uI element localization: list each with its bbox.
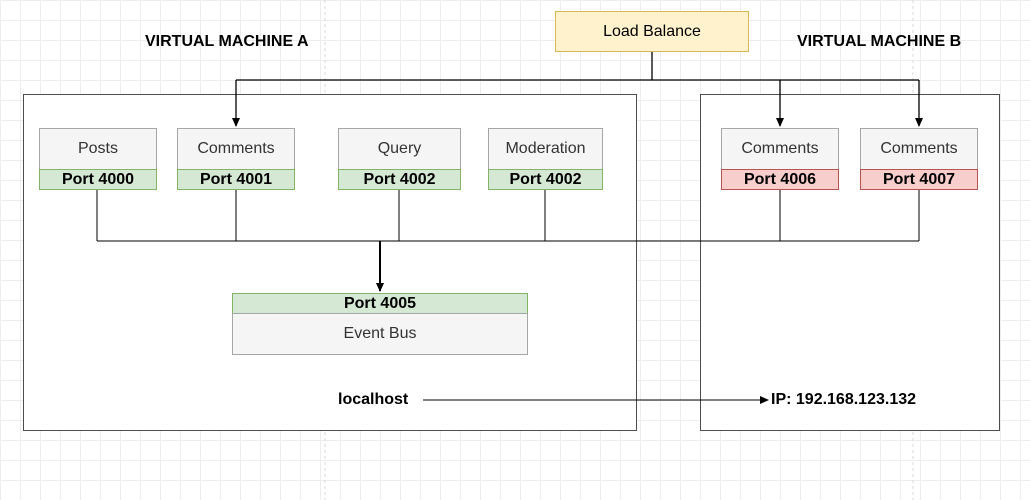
event-bus-port-label: Port 4005 — [232, 293, 528, 314]
moderation-service-box: Moderation — [488, 128, 603, 170]
vm-a-title: VIRTUAL MACHINE A — [145, 33, 309, 50]
load-balancer-box: Load Balance — [555, 11, 749, 52]
comments-b2-service-box: Comments — [860, 128, 978, 170]
comments-port-label: Port 4001 — [177, 169, 295, 190]
localhost-label: localhost — [338, 391, 409, 408]
comments-b2-port-label: Port 4007 — [860, 169, 978, 190]
event-bus-box: Event Bus — [232, 313, 528, 355]
query-service-box: Query — [338, 128, 461, 170]
comments-b1-service-box: Comments — [721, 128, 839, 170]
query-port-label: Port 4002 — [338, 169, 461, 190]
comments-b1-port-label: Port 4006 — [721, 169, 839, 190]
moderation-port-label: Port 4002 — [488, 169, 603, 190]
posts-port-label: Port 4000 — [39, 169, 157, 190]
comments-service-box: Comments — [177, 128, 295, 170]
vm-b-title: VIRTUAL MACHINE B — [797, 33, 962, 50]
posts-service-box: Posts — [39, 128, 157, 170]
ip-address-label: IP: 192.168.123.132 — [771, 391, 917, 408]
